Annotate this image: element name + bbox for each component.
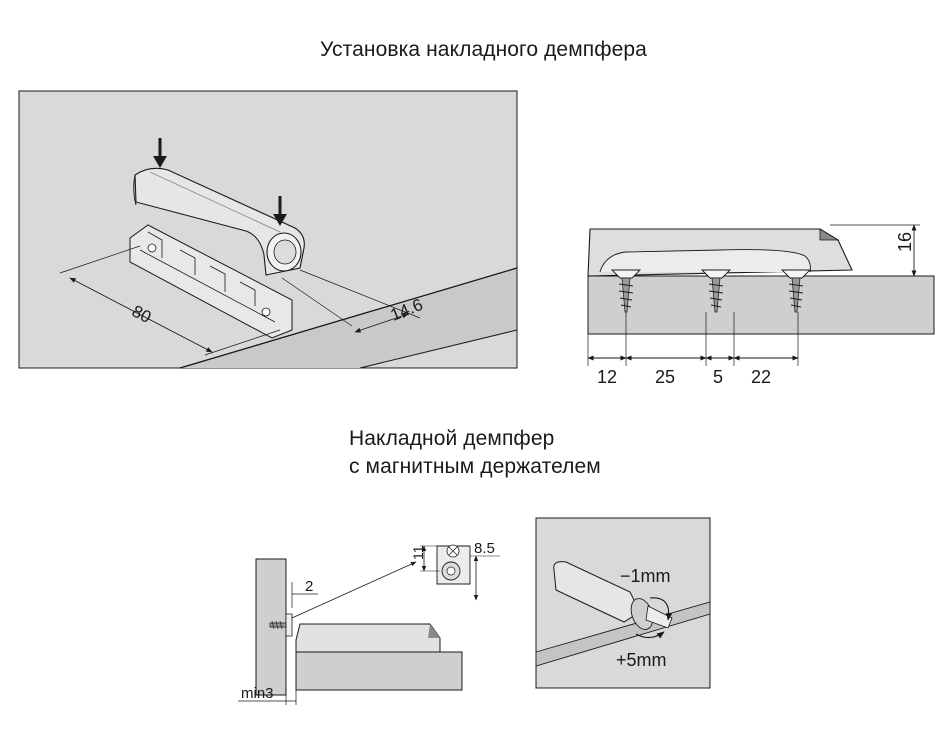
dim-25-label: 25: [655, 367, 675, 387]
dim-5-label: 5: [713, 367, 723, 387]
holder-detail: 11 8.5: [410, 540, 500, 601]
side-view: 16 12 25 5 22: [587, 224, 935, 387]
dim-2-label: 2: [305, 578, 313, 595]
screw-2: [700, 269, 732, 313]
magnetic-holder-view: 2 min3 11 8.5: [238, 540, 500, 705]
adjust-minus-label: −1mm: [620, 566, 671, 586]
title-magnetic-line2: с магнитным держателем: [349, 455, 601, 478]
push-arrow-right: [273, 196, 287, 226]
adjust-plus-label: +5mm: [616, 650, 667, 670]
push-arrow-left: [153, 138, 167, 168]
title-magnetic-line1: Накладной демпфер: [349, 427, 555, 450]
dim-11-label: 11: [410, 545, 426, 560]
dim-min3-label: min3: [241, 685, 274, 702]
dim-16-label: 16: [895, 232, 915, 252]
dim-22-label: 22: [751, 367, 771, 387]
damper-body: [133, 167, 305, 276]
title-installation: Установка накладного демпфера: [320, 38, 647, 61]
dim-12-label: 12: [597, 367, 617, 387]
installation-panel: 80 14.6: [18, 90, 518, 369]
screw-3: [780, 269, 812, 313]
adjustment-panel: −1mm +5mm: [535, 517, 711, 689]
screw-1: [610, 269, 642, 313]
dim-8-5-label: 8.5: [474, 540, 495, 557]
